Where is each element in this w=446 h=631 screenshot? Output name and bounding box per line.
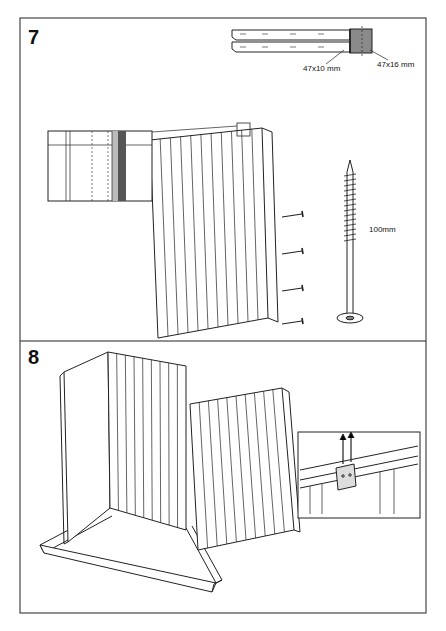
slat xyxy=(177,364,178,527)
screw-head xyxy=(302,285,303,291)
dimension-label: 100mm xyxy=(368,226,397,234)
thread xyxy=(344,174,356,176)
slat xyxy=(221,132,228,325)
slat xyxy=(199,402,207,548)
thread xyxy=(344,214,356,216)
thread xyxy=(344,189,356,191)
zoom-callout xyxy=(48,126,237,201)
slat xyxy=(273,390,285,532)
slat xyxy=(125,355,127,513)
screw-head xyxy=(302,318,303,324)
slat xyxy=(117,354,119,511)
zoom-marker xyxy=(237,123,250,136)
slat xyxy=(168,363,169,525)
slat xyxy=(201,135,208,329)
thread xyxy=(344,194,356,196)
leader-line xyxy=(370,50,388,60)
slat xyxy=(134,357,135,516)
slat xyxy=(242,130,248,321)
thread xyxy=(344,199,356,201)
side-wall xyxy=(60,352,110,544)
slat xyxy=(170,138,178,335)
slat xyxy=(191,136,198,331)
slat xyxy=(231,131,238,323)
screw-head xyxy=(302,248,303,254)
slat xyxy=(160,139,168,336)
bracket-detail xyxy=(298,432,420,518)
page-frame xyxy=(20,18,426,613)
slat xyxy=(218,399,227,544)
thread xyxy=(344,229,356,231)
thread xyxy=(344,204,356,206)
slat xyxy=(264,391,275,534)
slat xyxy=(181,137,188,333)
thread xyxy=(344,224,356,226)
screws xyxy=(282,211,303,324)
step-number: 7 xyxy=(28,27,39,47)
screw xyxy=(282,251,302,254)
slat xyxy=(254,393,265,536)
thread xyxy=(344,239,356,241)
thread xyxy=(344,219,356,221)
dimension-label: 47x16 mm xyxy=(376,61,415,69)
slat xyxy=(160,361,162,522)
wall-panel xyxy=(150,123,278,338)
slat xyxy=(151,360,153,520)
screw xyxy=(282,288,302,291)
slat xyxy=(236,396,246,540)
screw xyxy=(282,321,302,324)
leaning-wall xyxy=(190,388,300,550)
back-wall xyxy=(108,352,186,530)
slat xyxy=(252,129,258,320)
slat xyxy=(208,401,217,546)
slat xyxy=(211,133,218,327)
thread xyxy=(344,209,356,211)
board-section-detail xyxy=(232,26,388,64)
screw-head xyxy=(302,211,303,217)
thread xyxy=(344,184,356,186)
slat xyxy=(245,394,255,538)
step-separator xyxy=(20,341,426,342)
leader-line xyxy=(326,50,344,64)
slat xyxy=(227,398,237,542)
long-screw xyxy=(337,160,363,323)
dimension-label: 47x10 mm xyxy=(302,65,341,73)
step-number: 8 xyxy=(28,347,39,367)
screw xyxy=(282,214,302,217)
thread xyxy=(344,234,356,236)
slat xyxy=(143,358,144,518)
thread xyxy=(344,179,356,181)
